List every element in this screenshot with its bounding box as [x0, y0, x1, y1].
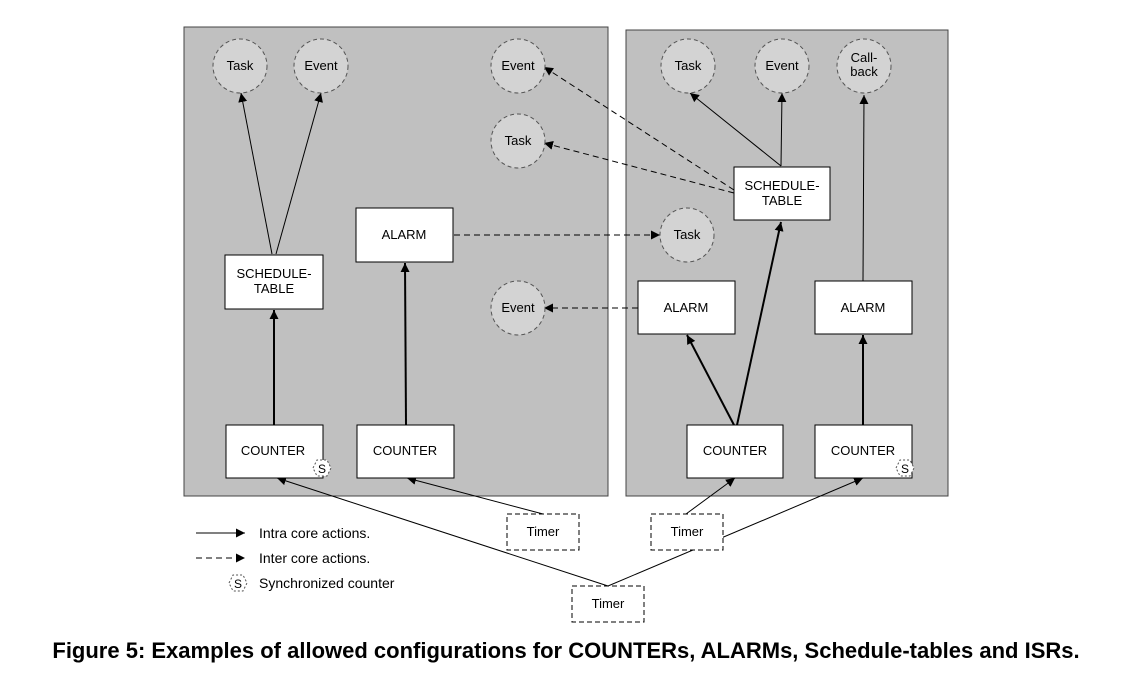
- node-task-right-label: Task: [675, 58, 702, 73]
- box-alarm-right-2: [814, 280, 913, 335]
- edge-counter3-to-alarm: [686, 334, 735, 426]
- label-line: SCHEDULE-: [236, 266, 311, 281]
- label-line: back: [850, 64, 878, 79]
- box-alarm-left-label: ALARM: [382, 227, 427, 242]
- box-alarm-right-2-label: ALARM: [841, 300, 886, 315]
- edge-counter2-to-alarm: [400, 262, 410, 426]
- box-timer-right: [650, 513, 724, 551]
- box-counter-3: [686, 424, 784, 479]
- sync-badge-counter-1: S: [312, 459, 332, 477]
- box-schedule-table-right: [733, 166, 831, 221]
- box-counter-4: [814, 424, 913, 479]
- label-line: Call-: [851, 50, 878, 65]
- edge-right-schedtable-to-event: [777, 92, 787, 167]
- label-line: TABLE: [762, 193, 803, 208]
- node-event-right-label: Event: [765, 58, 799, 73]
- box-timer-bottom: [571, 585, 645, 623]
- box-counter-4-label: COUNTER: [831, 443, 895, 458]
- edge-timer-left-to-counter2: [406, 475, 544, 515]
- label-line: SCHEDULE-: [744, 178, 819, 193]
- box-timer-bottom-label: Timer: [592, 596, 625, 611]
- node-callback: [836, 38, 892, 94]
- figure-caption: Figure 5: Examples of allowed configurat…: [52, 638, 1080, 663]
- box-counter-2-label: COUNTER: [373, 443, 437, 458]
- box-timer-right-label: Timer: [671, 524, 704, 539]
- edge-schedtable-to-event-inter: [543, 66, 735, 191]
- node-task-center-label: Task: [674, 227, 701, 242]
- box-schedule-table-right-label: SCHEDULE-TABLE: [744, 178, 819, 208]
- label-line: TABLE: [254, 281, 295, 296]
- box-counter-3-label: COUNTER: [703, 443, 767, 458]
- edge-left-schedtable-to-task: [238, 92, 273, 255]
- node-event-top-label: Event: [501, 58, 535, 73]
- node-task-left-label: Task: [227, 58, 254, 73]
- node-task-right: [660, 38, 716, 94]
- legend-sync-text: Synchronized counter: [259, 575, 395, 591]
- box-counter-1: [225, 424, 324, 479]
- edge-timer-right-to-counter3: [685, 477, 736, 515]
- box-timer-left-label: Timer: [527, 524, 560, 539]
- node-event-right: [754, 38, 810, 94]
- node-task-mid-label: Task: [505, 133, 532, 148]
- box-schedule-table-left-label: SCHEDULE-TABLE: [236, 266, 311, 296]
- legend-sync-icon: [228, 574, 248, 592]
- node-event-mid: [490, 280, 546, 336]
- box-schedule-table-left: [224, 254, 324, 310]
- node-task-center: [659, 207, 715, 263]
- edge-left-schedtable-to-event: [275, 92, 323, 255]
- edge-schedtable-to-task-inter: [543, 140, 735, 194]
- edge-right-schedtable-to-task: [689, 92, 782, 167]
- node-event-mid-label: Event: [501, 300, 535, 315]
- node-callback-label: Call-back: [850, 50, 878, 79]
- node-event-left-label: Event: [304, 58, 338, 73]
- sync-badge-counter-1-label: S: [318, 462, 326, 476]
- edge-timer-mid-to-counter4: [607, 477, 864, 587]
- node-event-left: [293, 38, 349, 94]
- node-task-left: [212, 38, 268, 94]
- sync-badge-counter-4: S: [895, 459, 915, 477]
- sync-badge-counter-4-label: S: [901, 462, 909, 476]
- legend-sync-icon-label: S: [234, 577, 242, 591]
- box-counter-1-label: COUNTER: [241, 443, 305, 458]
- node-task-mid: [490, 113, 546, 169]
- legend-inter-text: Inter core actions.: [259, 550, 370, 566]
- box-alarm-right-1-label: ALARM: [664, 300, 709, 315]
- edge-counter3-to-schedtable: [736, 221, 784, 426]
- box-alarm-left: [355, 207, 454, 263]
- node-event-top: [490, 38, 546, 94]
- edge-right-alarm-to-callback: [859, 94, 869, 282]
- legend: Intra core actions. Inter core actions. …: [196, 525, 395, 592]
- box-timer-left: [506, 513, 580, 551]
- box-alarm-right-1: [637, 280, 736, 335]
- edge-timer-mid-to-counter1: [276, 476, 609, 587]
- core-panel-right: [625, 29, 949, 497]
- box-counter-2: [356, 424, 455, 479]
- legend-intra-text: Intra core actions.: [259, 525, 370, 541]
